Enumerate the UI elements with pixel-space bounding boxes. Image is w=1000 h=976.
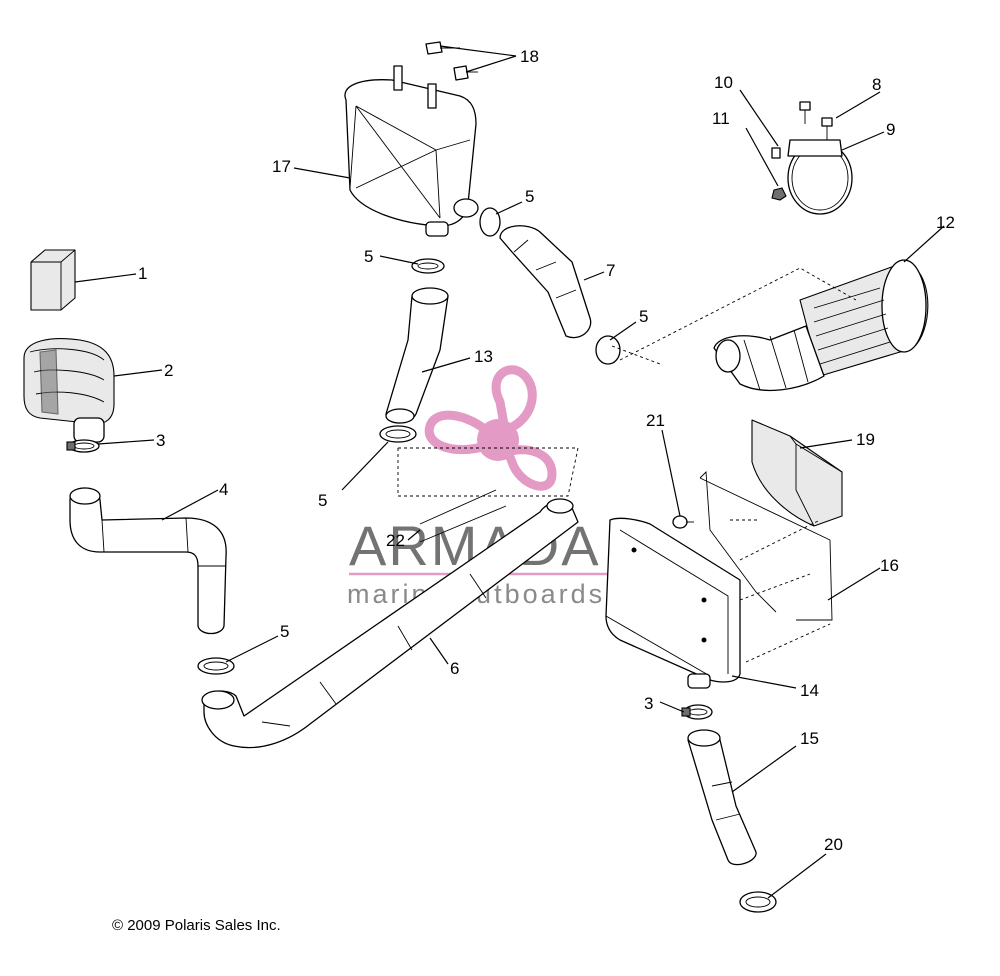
- callout-1: 1: [138, 264, 147, 283]
- part-19-foam-pad: [751, 419, 843, 527]
- callout-5-middle: 5: [318, 491, 327, 510]
- part-10-bolt: [771, 101, 811, 159]
- callout-15: 15: [800, 729, 819, 748]
- part-5-hose-clamp-hose: [595, 335, 621, 365]
- callout-7: 7: [606, 261, 615, 280]
- copyright-notice: © 2009 Polaris Sales Inc.: [112, 917, 281, 934]
- part-5-hose-clamp-left: [197, 657, 235, 675]
- callout-3-upper: 3: [156, 431, 165, 450]
- part-2-intake-silencer: [23, 338, 115, 443]
- part-17-air-box-housing: [344, 65, 479, 237]
- leader-lines: [74, 45, 945, 899]
- part-7-curved-hose: [499, 225, 592, 339]
- part-6-long-intake-tube: [201, 498, 579, 749]
- part-22-retainer: [419, 489, 507, 543]
- callout-20: 20: [824, 835, 843, 854]
- callout-5-housing: 5: [525, 187, 534, 206]
- propeller-logo-icon: [424, 365, 557, 491]
- callout-3-lower: 3: [644, 694, 653, 713]
- part-9-filter-mount-band: [787, 139, 853, 215]
- callout-8: 8: [872, 75, 881, 94]
- callout-16: 16: [880, 556, 899, 575]
- part-4-elbow-duct: [69, 487, 227, 635]
- hose-alignment-dash-upper: [611, 267, 857, 365]
- gasket-alignment-dash: [730, 519, 831, 663]
- part-14-silencer-box: [605, 517, 741, 689]
- part-18-push-rivets: [425, 41, 478, 81]
- part-5-hose-clamp-middle: [379, 425, 417, 443]
- part-5-hose-clamp-upper: [411, 258, 445, 274]
- callout-4: 4: [219, 480, 228, 499]
- callout-5-left: 5: [280, 622, 289, 641]
- part-1-foam-block: [30, 249, 76, 311]
- part-20-hose-clamp: [739, 891, 777, 913]
- callout-5-upper-left: 5: [364, 247, 373, 266]
- callout-9: 9: [886, 120, 895, 139]
- part-12-air-filter-assembly: [713, 259, 929, 392]
- callout-10: 10: [714, 73, 733, 92]
- part-21-screw: [672, 515, 694, 529]
- callout-11: 11: [712, 109, 730, 128]
- callout-21: 21: [646, 411, 665, 430]
- part-3-hose-clamp-lower: [681, 704, 713, 720]
- callout-12: 12: [936, 213, 955, 232]
- callout-19: 19: [856, 430, 875, 449]
- part-13-curved-tube: [385, 287, 449, 424]
- part-8-bolt: [821, 117, 833, 140]
- callout-numbers: 1 2 3 3 4 5 5 5 5 5 6 7 8 9 10 11 12 13 …: [138, 47, 955, 854]
- part-16-gasket: [699, 470, 833, 621]
- part-11-nut: [771, 187, 787, 201]
- part-3-hose-clamp-upper: [66, 439, 100, 453]
- callout-5-hose: 5: [639, 307, 648, 326]
- callout-22: 22: [386, 531, 405, 550]
- tube-alignment-dash-lower: [397, 447, 579, 497]
- callout-18: 18: [520, 47, 539, 66]
- part-15-outlet-tube: [687, 729, 757, 866]
- callout-6: 6: [450, 659, 459, 678]
- callout-17: 17: [272, 157, 291, 176]
- part-5-hose-clamp-housing: [479, 207, 501, 237]
- callout-13: 13: [474, 347, 493, 366]
- callout-14: 14: [800, 681, 819, 700]
- callout-2: 2: [164, 361, 173, 380]
